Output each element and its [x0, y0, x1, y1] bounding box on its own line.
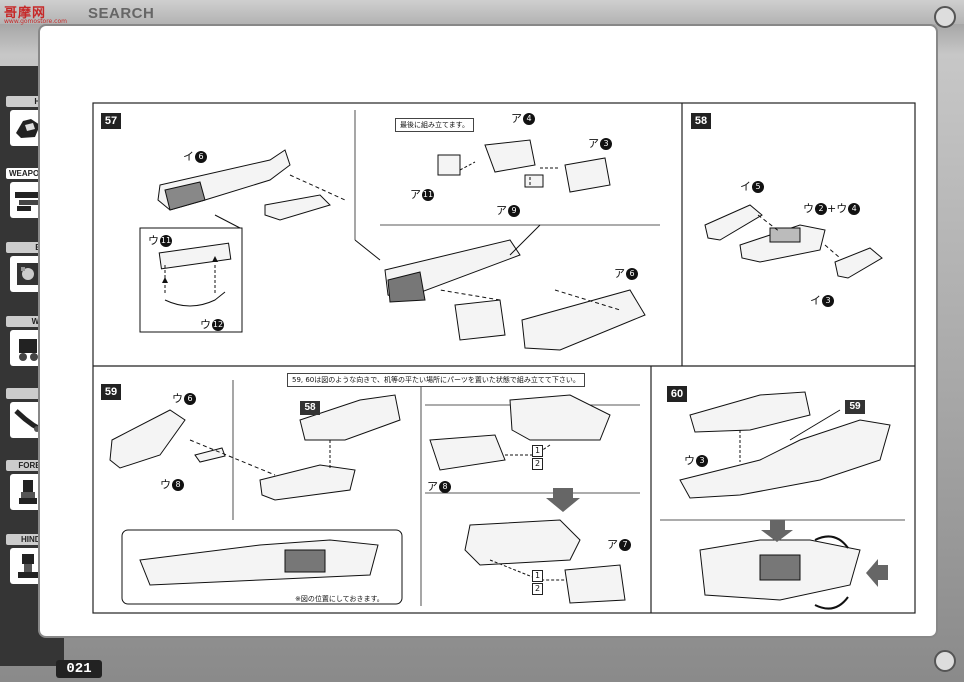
grip-part	[264, 194, 331, 221]
sequence-box: 1	[532, 570, 543, 582]
brand-title: SEARCH	[88, 5, 155, 22]
sequence-box: 2	[532, 583, 543, 595]
step-60-ref-badge: 59	[845, 400, 865, 414]
corner-bolt-icon	[934, 6, 956, 28]
step-58-badge: 58	[691, 113, 711, 129]
step-59-ref-badge: 58	[300, 401, 320, 415]
sequence-box: 1	[532, 445, 543, 457]
step-59-position-note: ※図の位置にしておきます。	[295, 595, 384, 603]
watermark-url: www.gomostore.com	[4, 18, 67, 25]
step-59-orientation-note: 59, 60は図のような向きで、机等の平たい場所にパーツを置いた状態で組み立てて…	[287, 373, 585, 387]
header-bar: 哥摩网 www.gomostore.com SEARCH	[0, 0, 964, 25]
step-59-badge: 59	[101, 384, 121, 400]
step-57-note: 最後に組み立てます。	[395, 118, 474, 132]
corner-bolt-icon	[934, 650, 956, 672]
sidebar-item-label: WEAPON	[6, 168, 60, 179]
step-57-badge: 57	[101, 113, 121, 129]
step-60-badge: 60	[667, 386, 687, 402]
watermark-logo: 哥摩网	[4, 6, 47, 21]
page-number: 021	[56, 660, 102, 678]
sidebar-item-label: HINDLEG	[6, 534, 60, 545]
sequence-box: 2	[532, 458, 543, 470]
sidebar-item-label: FORELEG	[6, 460, 60, 471]
